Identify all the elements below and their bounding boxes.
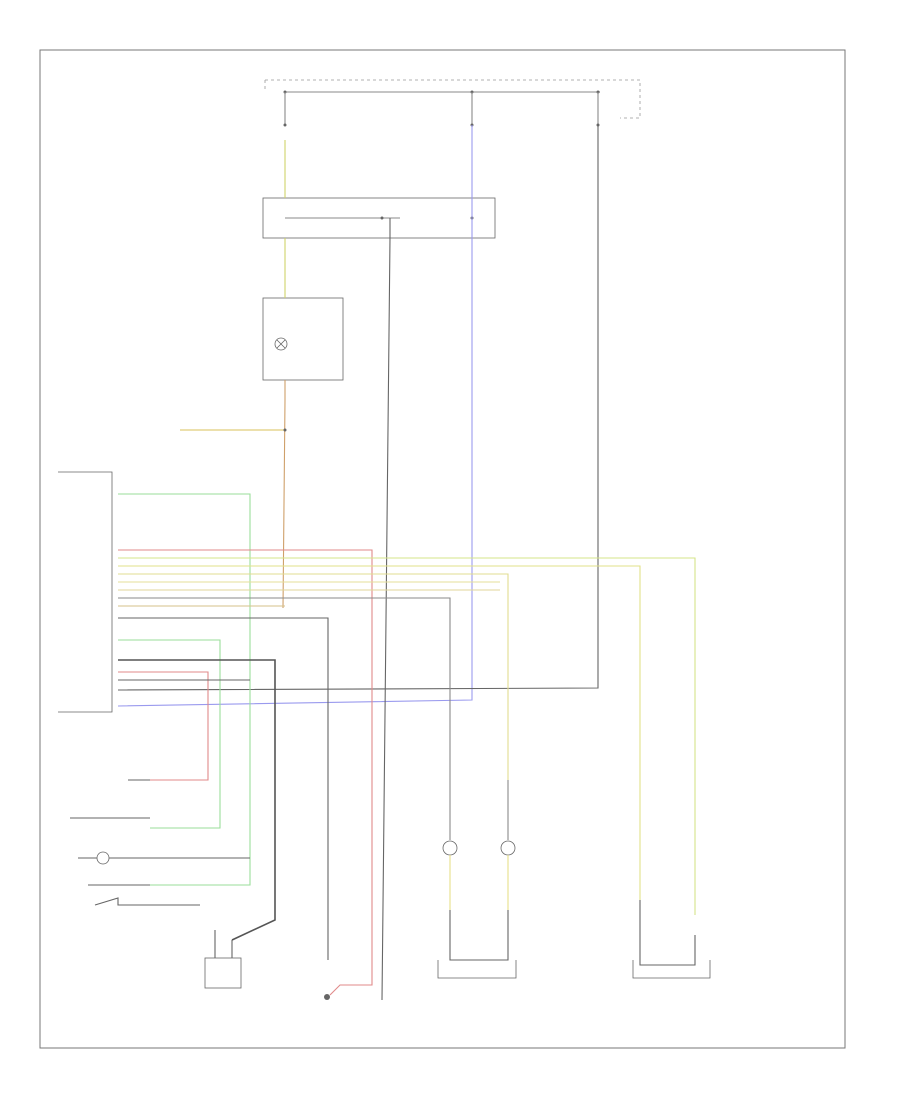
passenger-side-component [632, 900, 711, 979]
module-connector-bottom [204, 930, 242, 989]
diagram-frame [39, 49, 846, 1049]
supply-wires [117, 125, 599, 1001]
driver-side-component [437, 780, 517, 979]
control-module [58, 471, 696, 986]
relay-connector-box [262, 197, 496, 239]
fuse-box [264, 79, 641, 127]
ground-point [324, 984, 372, 1000]
lamp-left-icon [442, 840, 458, 856]
lamp-icon [96, 851, 110, 865]
lamp-right-icon [500, 840, 516, 856]
indicator-lamp-icon [274, 337, 288, 351]
switch-group [70, 779, 250, 906]
indicator-lamp-box [262, 297, 344, 381]
